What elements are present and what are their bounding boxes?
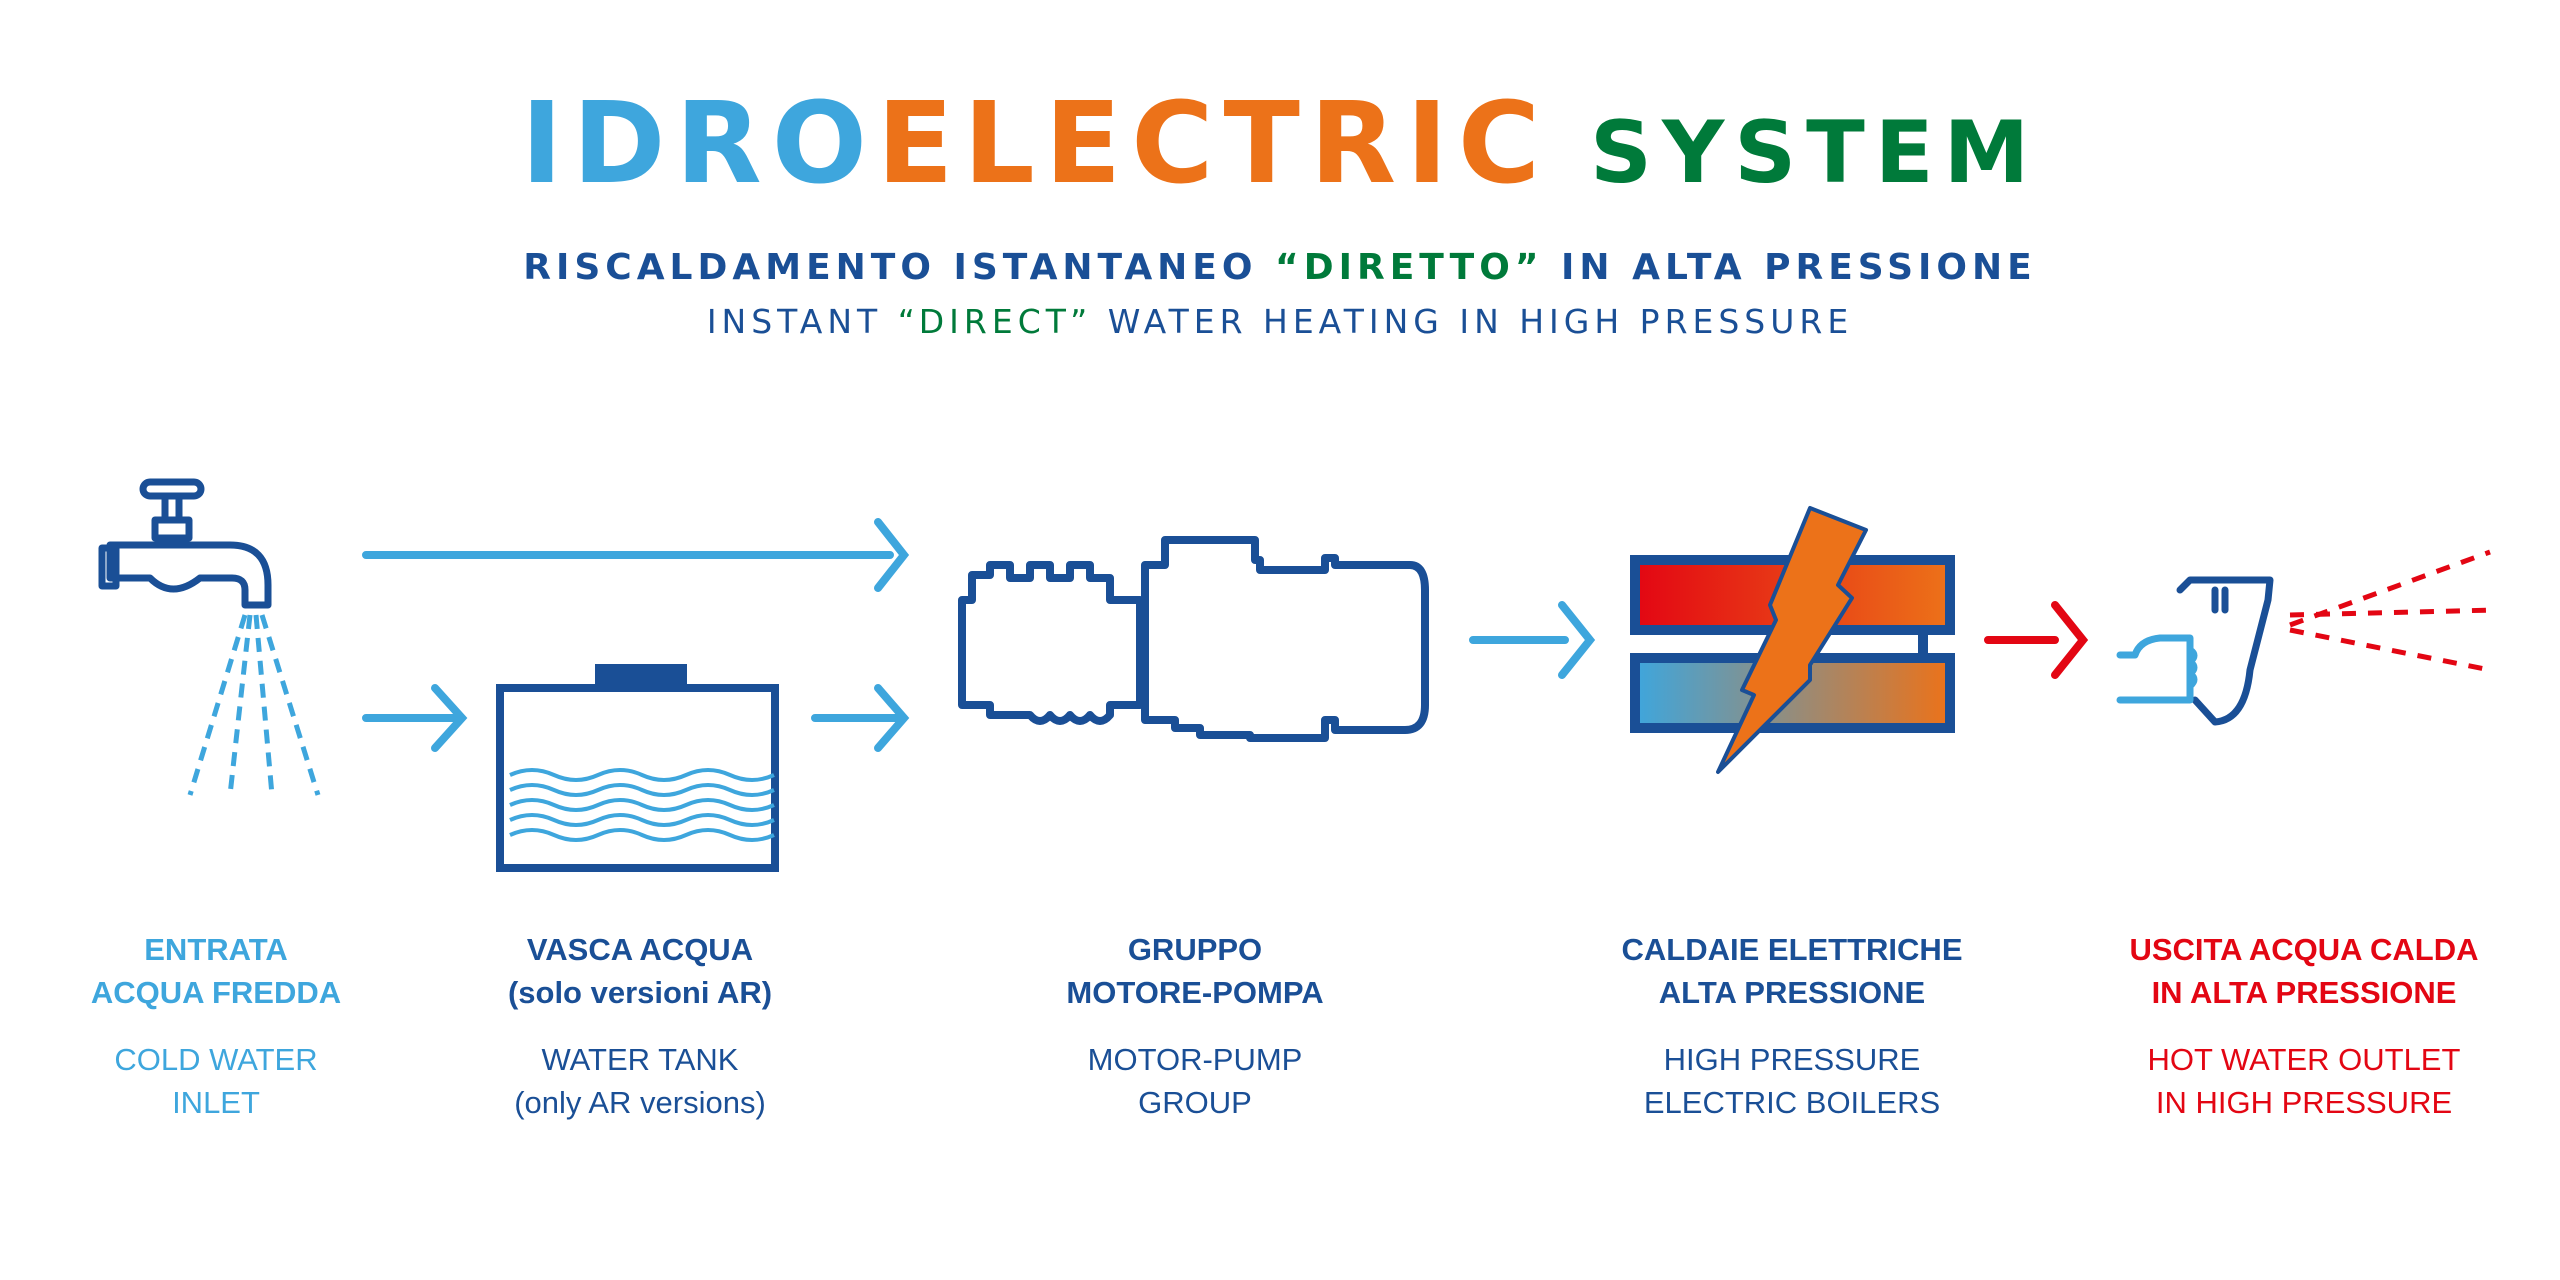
stage-label-en: WATER TANK (541, 1042, 739, 1077)
title-idro: IDRO (520, 79, 877, 209)
stage-motor-pump: GRUPPO MOTORE-POMPA MOTOR-PUMP GROUP (965, 928, 1425, 1124)
arrow-to-tank-icon (362, 684, 468, 752)
stage-label-en: (only AR versions) (514, 1085, 766, 1120)
motor-pump-icon (958, 536, 1429, 742)
stage-label-it: USCITA ACQUA CALDA (2129, 932, 2479, 967)
stage-label-it: ENTRATA (144, 932, 288, 967)
stage-label-it: MOTORE-POMPA (1066, 975, 1324, 1010)
faucet-icon (98, 478, 272, 609)
stage-label-it: CALDAIE ELETTRICHE (1621, 932, 1963, 967)
stage-label-en: IN HIGH PRESSURE (2155, 1085, 2453, 1120)
water-tank-icon (496, 664, 779, 872)
arrow-to-pump-icon (811, 684, 910, 752)
stage-hot-water-outlet: USCITA ACQUA CALDA IN ALTA PRESSIONE HOT… (2074, 928, 2534, 1124)
stage-cold-water-inlet: ENTRATA ACQUA FREDDA COLD WATER INLET (0, 928, 446, 1124)
arrow-to-boiler-icon (1469, 601, 1596, 679)
stage-label-it: GRUPPO (1127, 932, 1263, 967)
stage-label-en: MOTOR-PUMP (1087, 1042, 1303, 1077)
subtitle-en-highlight: “DIRECT” (897, 302, 1093, 341)
stage-label-en: COLD WATER (114, 1042, 318, 1077)
subtitle-it-text: RISCALDAMENTO ISTANTANEO (523, 247, 1276, 288)
arrow-to-outlet-icon (1984, 601, 2089, 679)
spray-jet-icon (2289, 549, 2496, 673)
title-electric: ELECTRIC (876, 79, 1551, 209)
subtitle-english: INSTANT “DIRECT” WATER HEATING IN HIGH P… (0, 305, 2560, 338)
stage-electric-boilers: CALDAIE ELETTRICHE ALTA PRESSIONE HIGH P… (1562, 928, 2022, 1124)
stage-water-tank: VASCA ACQUA (solo versioni AR) WATER TAN… (410, 928, 870, 1124)
subtitle-italian: RISCALDAMENTO ISTANTANEO “DIRETTO” IN AL… (0, 250, 2560, 286)
stage-label-en: ELECTRIC BOILERS (1643, 1085, 1941, 1120)
lightning-bolt-icon (1716, 506, 1868, 774)
stage-label-it: ACQUA FREDDA (90, 975, 342, 1010)
stage-label-en: HIGH PRESSURE (1663, 1042, 1921, 1077)
arrow-bypass-icon (362, 518, 910, 592)
stage-label-it: ALTA PRESSIONE (1658, 975, 1926, 1010)
stage-label-it: (solo versioni AR) (507, 975, 773, 1010)
stage-label-en: HOT WATER OUTLET (2147, 1042, 2461, 1077)
water-spray-icon (187, 614, 321, 796)
stage-label-it: VASCA ACQUA (526, 932, 754, 967)
stage-label-en: GROUP (1138, 1085, 1252, 1120)
stage-label-en: INLET (172, 1085, 260, 1120)
title-system: SYSTEM (1590, 103, 2040, 203)
stage-label-it: IN ALTA PRESSIONE (2151, 975, 2457, 1010)
subtitle-en-text-end: WATER HEATING IN HIGH PRESSURE (1092, 302, 1854, 341)
subtitle-it-text-end: IN ALTA PRESSIONE (1543, 247, 2037, 288)
spray-gun-icon (2116, 576, 2274, 726)
subtitle-it-highlight: “DIRETTO” (1275, 247, 1544, 288)
subtitle-en-text: INSTANT (706, 302, 898, 341)
